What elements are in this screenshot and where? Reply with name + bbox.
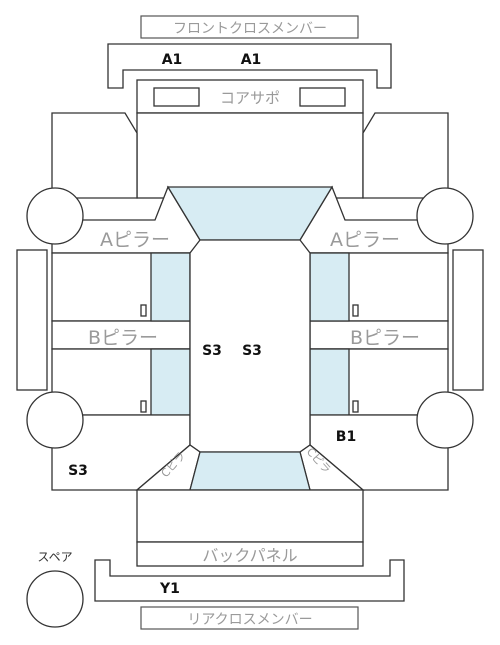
- rear-cross-member-box[interactable]: [140, 606, 359, 630]
- b-pillar-left-label: Bピラー: [88, 327, 158, 349]
- front-wheel-right[interactable]: [416, 187, 474, 245]
- hood[interactable]: [136, 112, 364, 199]
- rear-cross-member-label: リアクロスメンバー: [187, 612, 312, 628]
- roof-code-right: S3: [242, 343, 262, 359]
- front-cross-member-label: フロントクロスメンバー: [173, 21, 327, 37]
- front-bumper[interactable]: [107, 43, 392, 89]
- a-pillar-left-label: Aピラー: [100, 229, 170, 251]
- door-handle-front-right: [352, 304, 359, 317]
- spare-tire[interactable]: [26, 570, 84, 628]
- front-bumper-code-left: A1: [162, 52, 183, 68]
- rear-wheel-left[interactable]: [26, 391, 84, 449]
- rear-quarter-right-code: B1: [336, 429, 356, 445]
- door-handle-rear-left: [140, 400, 147, 413]
- front-fender-right[interactable]: [362, 112, 449, 199]
- front-side-window-left[interactable]: [150, 252, 191, 322]
- front-fender-left[interactable]: [51, 112, 138, 199]
- front-side-window-right[interactable]: [309, 252, 350, 322]
- rear-quarter-left-code: S3: [68, 463, 88, 479]
- roof-code-left: S3: [202, 343, 222, 359]
- headlight-right[interactable]: [299, 87, 346, 107]
- door-handle-rear-right: [352, 400, 359, 413]
- front-wheel-left[interactable]: [26, 187, 84, 245]
- rear-wheel-right[interactable]: [416, 391, 474, 449]
- rear-window[interactable]: [189, 451, 311, 491]
- front-bumper-code-right: A1: [241, 52, 262, 68]
- trunk[interactable]: [136, 489, 364, 543]
- rear-bumper[interactable]: [94, 559, 405, 602]
- rear-side-window-right[interactable]: [309, 348, 350, 416]
- a-pillar-right-label: Aピラー: [330, 229, 400, 251]
- front-cross-member-box[interactable]: [140, 15, 359, 39]
- spare-tire-label: スペア: [37, 550, 72, 564]
- rear-side-window-left[interactable]: [150, 348, 191, 416]
- rear-bumper-code: Y1: [159, 581, 180, 597]
- door-handle-front-left: [140, 304, 147, 317]
- side-step-left[interactable]: [16, 249, 48, 391]
- back-panel[interactable]: [136, 541, 364, 567]
- side-step-right[interactable]: [452, 249, 484, 391]
- core-support-label: コアサポ: [220, 89, 280, 107]
- b-pillar-right-label: Bピラー: [350, 327, 420, 349]
- headlight-left[interactable]: [153, 87, 200, 107]
- back-panel-label: バックパネル: [202, 546, 297, 565]
- b-pillar-right[interactable]: [309, 320, 449, 350]
